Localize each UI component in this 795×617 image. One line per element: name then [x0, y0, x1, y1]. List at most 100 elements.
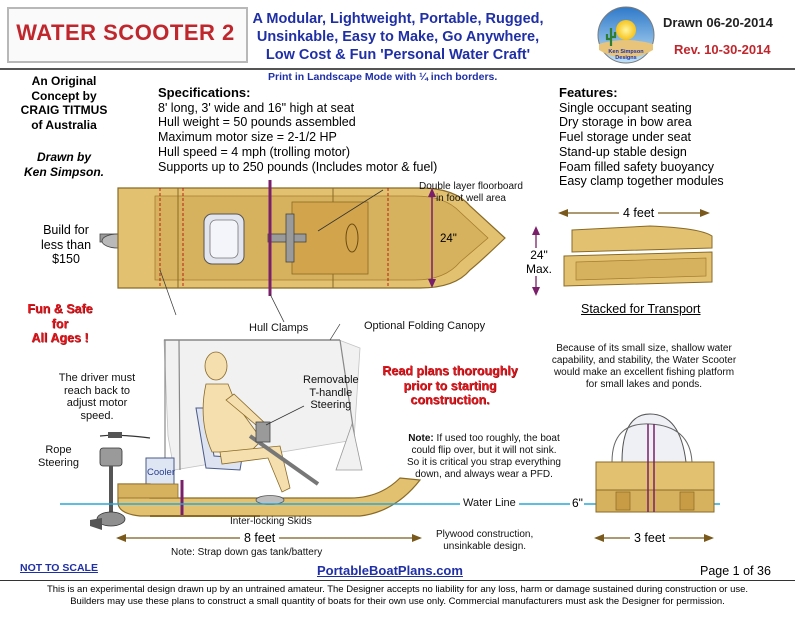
credit-line: Drawn by [36, 150, 91, 164]
label-line: If used too roughly, the boat [433, 433, 560, 444]
feature-item: Fuel storage under seat [559, 130, 692, 145]
floorboard-label: Double layer floorboard in foot well are… [419, 181, 523, 205]
waterline-depth-dimension: 6" [572, 496, 583, 510]
tagline-line: A Modular, Lightweight, Portable, Rugged… [252, 11, 544, 27]
features-list: Features: Single occupant seating Dry st… [559, 85, 724, 189]
disclaimer-line: Builders may use these plans to construc… [70, 596, 725, 607]
t-handle-label: Removable T-handle Steering [303, 374, 359, 412]
label-line: for [51, 316, 69, 331]
plywood-note: Plywood construction, unsinkable design. [436, 529, 533, 553]
label-line: Removable [303, 374, 359, 386]
four-feet-dimension: 4 feet [619, 206, 659, 220]
skids-label: Inter-locking Skids [230, 516, 312, 527]
driver-figure [202, 351, 291, 493]
drawn-by-credit: Drawn by Ken Simpson. [12, 150, 116, 179]
logo-text: Ken Simpson [608, 49, 644, 55]
label-line: 24" [530, 248, 548, 262]
label-line: All Ages ! [31, 331, 89, 345]
print-note: Print in Landscape Mode with ¼ inch bord… [268, 71, 498, 83]
label-line: prior to starting [403, 378, 497, 393]
label-line: capability, and stability, the Water Sco… [551, 355, 737, 366]
disclaimer: This is an experimental design drawn up … [0, 584, 795, 608]
title-box [7, 7, 248, 63]
website-link[interactable]: PortableBoatPlans.com [317, 563, 463, 578]
credit-line: Concept by [31, 88, 97, 103]
cooler-label: Cooler [147, 467, 175, 478]
header-divider [0, 68, 795, 70]
label-line: So it is critical you strap everything [407, 457, 561, 468]
features-heading: Features: [559, 85, 618, 100]
fun-safe-callout: Fun & Safe for All Ages ! [18, 302, 102, 346]
eight-feet-dimension: 8 feet [240, 531, 280, 545]
credit-line: of Australia [31, 117, 97, 132]
tagline: A Modular, Lightweight, Portable, Rugged… [238, 10, 558, 64]
label-line: for small lakes and ponds. [585, 379, 703, 390]
label-line: Rope [45, 444, 72, 456]
label-line: reach back to [63, 384, 131, 397]
footer-divider [0, 580, 795, 581]
feature-item: Stand-up stable design [559, 144, 687, 159]
spec-item: Hull weight = 50 pounds assembled [158, 115, 356, 130]
label-line: could flip over, but it will not sink. [411, 445, 557, 456]
label-line: adjust motor [66, 397, 128, 409]
label-line: speed. [80, 409, 114, 422]
concept-credit: An Original Concept by CRAIG TITMUS of A… [12, 74, 116, 132]
stacked-transport-caption: Stacked for Transport [581, 302, 701, 316]
build-cost-label: Build for less than $150 [38, 223, 94, 267]
width-dimension: 24" [440, 233, 457, 245]
spec-item: Hull speed = 4 mph (trolling motor) [158, 144, 351, 159]
logo-text: Designs [615, 55, 636, 61]
read-plans-callout: Read plans thoroughly prior to starting … [378, 364, 522, 408]
page-number: Page 1 of 36 [700, 564, 771, 578]
revision-date: Rev. 10-30-2014 [674, 42, 771, 57]
label-line: Plywood construction, [436, 529, 534, 540]
spec-item: Supports up to 250 pounds (Includes moto… [158, 159, 438, 174]
drawn-date: Drawn 06-20-2014 [663, 15, 773, 30]
tagline-line: Low Cost & Fun 'Personal Water Craft' [265, 47, 531, 63]
fishing-note: Because of its small size, shallow water… [544, 343, 744, 391]
credit-line: Ken Simpson. [23, 164, 104, 179]
label-line: $150 [52, 252, 80, 266]
label-line: Max. [526, 262, 553, 276]
label-line: Fun & Safe [27, 302, 93, 316]
stacked-transport-drawing [532, 209, 713, 296]
label-line: Double layer floorboard [419, 181, 523, 192]
flip-note: Note: If used too roughly, the boat coul… [400, 433, 568, 481]
page-title: WATER SCOOTER 2 [16, 20, 235, 45]
canopy-label: Optional Folding Canopy [364, 320, 486, 332]
not-to-scale-label: NOT TO SCALE [20, 562, 98, 574]
spec-item: Maximum motor size = 2-1/2 HP [158, 130, 337, 145]
label-line: in foot well area [435, 193, 506, 204]
feature-item: Easy clamp together modules [559, 174, 724, 189]
label-line: Read plans thoroughly [382, 364, 518, 378]
designer-logo: Ken Simpson Designs [597, 6, 655, 64]
credit-line: CRAIG TITMUS [20, 103, 108, 117]
rope-steering-label: Rope Steering [38, 444, 79, 469]
label-line: The driver must [58, 372, 136, 384]
label-line: T-handle [309, 386, 353, 399]
label-line: less than [40, 237, 92, 252]
feature-item: Foam filled safety buoyancy [559, 159, 714, 174]
spec-item: 8' long, 3' wide and 16" high at seat [158, 100, 355, 115]
disclaimer-line: This is an experimental design drawn up … [46, 584, 749, 595]
specifications-list: Specifications: 8' long, 3' wide and 16"… [158, 85, 438, 174]
label-line: Build for [43, 223, 89, 237]
credit-line: An Original [31, 74, 97, 88]
driver-note: The driver must reach back to adjust mot… [50, 372, 144, 422]
water-line-label: Water Line [460, 497, 519, 509]
label-line: unsinkable design. [443, 541, 527, 552]
specifications-heading: Specifications: [158, 85, 251, 100]
note-label: Note: [408, 433, 434, 444]
label-line: Steering [310, 399, 352, 411]
label-line: down, and always wear a PFD. [415, 469, 553, 480]
label-line: Steering [38, 456, 79, 469]
stack-height-dimension: 24" Max. [526, 248, 553, 276]
tagline-line: Unsinkable, Easy to Make, Go Anywhere, [256, 29, 540, 45]
three-feet-dimension: 3 feet [630, 531, 670, 545]
feature-item: Single occupant seating [559, 100, 692, 115]
hull-clamps-label: Hull Clamps [249, 322, 309, 334]
front-view-drawing [594, 413, 715, 542]
strap-note: Note: Strap down gas tank/battery [171, 547, 323, 558]
top-view-drawing [99, 180, 506, 323]
